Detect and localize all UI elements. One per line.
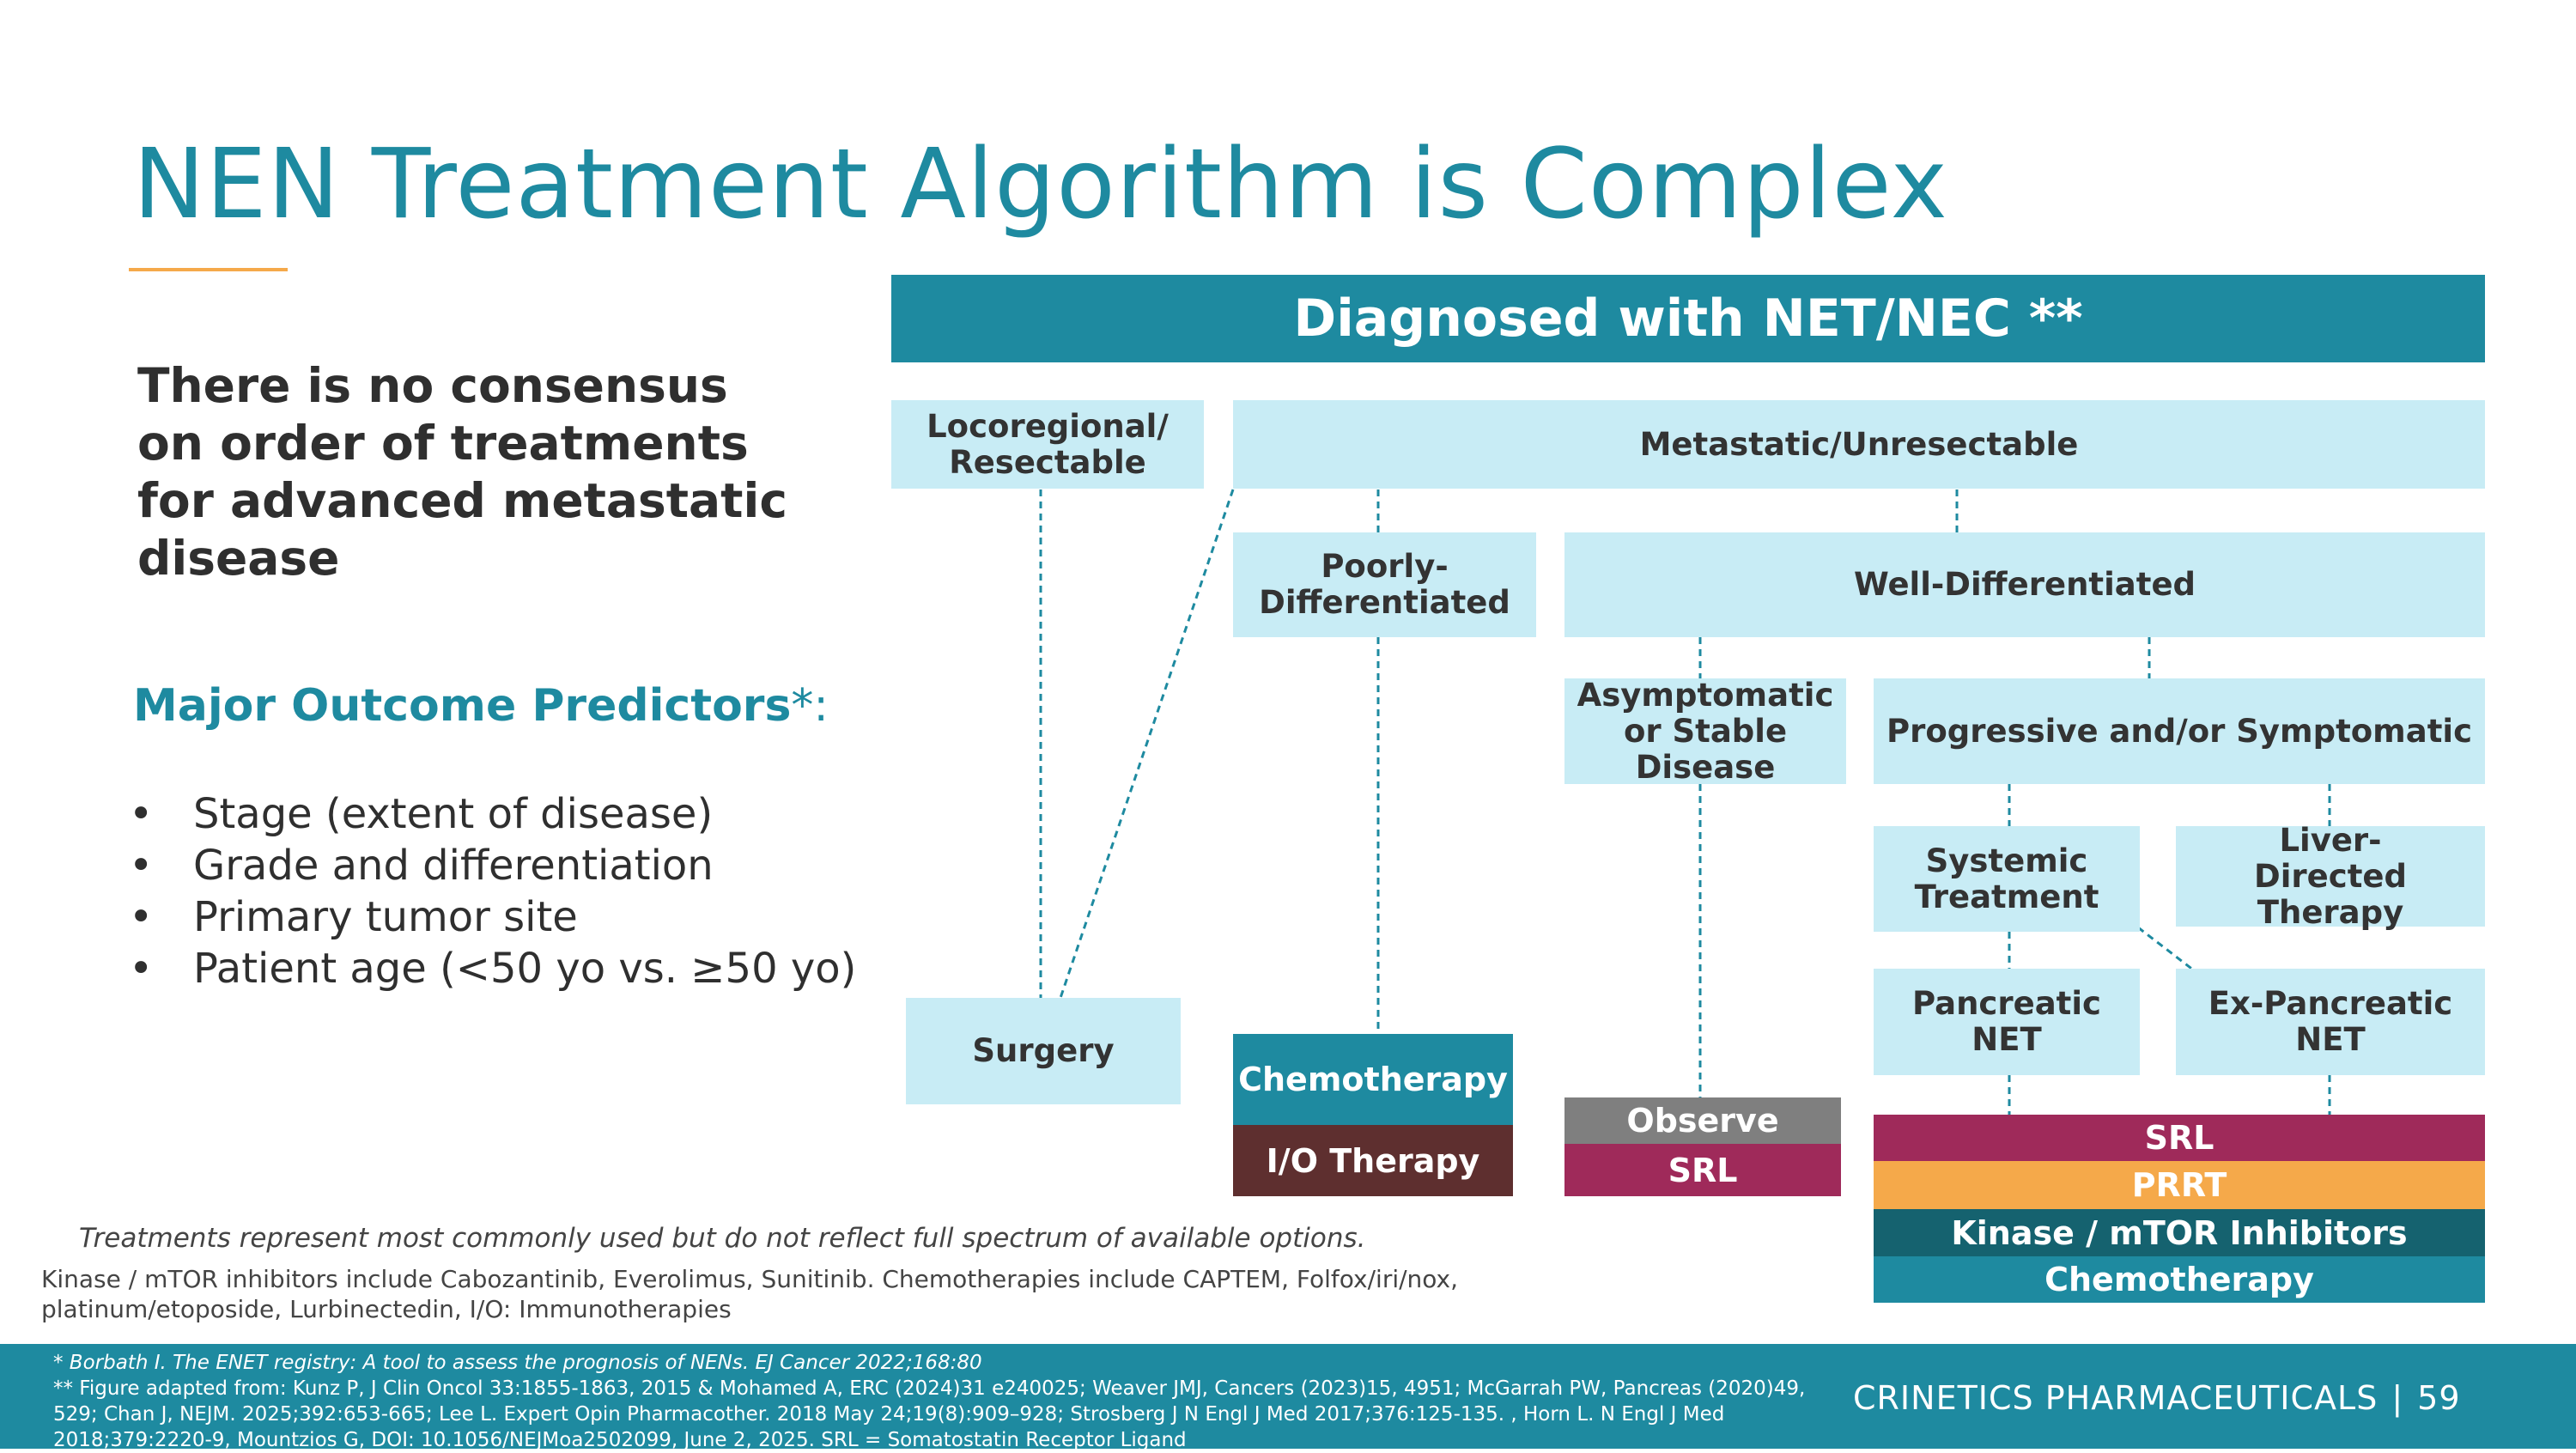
page-number: 59 bbox=[2417, 1379, 2461, 1417]
bullet-glyph: • bbox=[129, 842, 154, 890]
kinase-mtor-box: Kinase / mTOR Inhibitors bbox=[1874, 1209, 2485, 1256]
list-item-text: Grade and differentiation bbox=[193, 842, 714, 890]
list-item-text: Primary tumor site bbox=[193, 893, 578, 941]
references: * Borbath I. The ENET registry: A tool t… bbox=[53, 1350, 1822, 1453]
connector-systemic-expancreatic bbox=[2137, 926, 2195, 972]
liver-directed-label: Liver-Directed Therapy bbox=[2254, 821, 2407, 931]
list-item: • Patient age (<50 yo vs. ≥50 yo) bbox=[129, 943, 856, 994]
predictors-colon: : bbox=[813, 680, 829, 732]
poorly-differentiated-box: Poorly- Differentiated bbox=[1233, 532, 1536, 637]
predictors-list: • Stage (extent of disease) • Grade and di… bbox=[129, 788, 856, 994]
company-name: CRINETICS PHARMACEUTICALS bbox=[1853, 1379, 2379, 1417]
well-differentiated-box: Well-Differentiated bbox=[1564, 532, 2485, 637]
liver-directed-box: Liver-Directed Therapy bbox=[2176, 822, 2485, 930]
srl-box-progressive: SRL bbox=[1874, 1115, 2485, 1161]
ex-pancreatic-net-box: Ex-Pancreatic NET bbox=[2176, 969, 2485, 1075]
footer-bar bbox=[0, 1344, 2576, 1449]
connector-metastatic-surgery bbox=[1059, 489, 1235, 999]
predictors-heading: Major Outcome Predictors*: bbox=[133, 680, 829, 732]
page-title: NEN Treatment Algorithm is Complex bbox=[133, 129, 1948, 240]
io-therapy-box: I/O Therapy bbox=[1233, 1125, 1513, 1196]
footer-brand: CRINETICS PHARMACEUTICALS | 59 bbox=[1853, 1379, 2461, 1417]
list-item-text: Stage (extent of disease) bbox=[193, 790, 714, 838]
progressive-box: Progressive and/or Symptomatic bbox=[1874, 678, 2485, 784]
reference-2: ** Figure adapted from: Kunz P, J Clin O… bbox=[53, 1377, 1806, 1451]
locoregional-label: Locoregional/ Resectable bbox=[927, 407, 1169, 481]
reference-1: * Borbath I. The ENET registry: A tool t… bbox=[53, 1352, 982, 1374]
bullet-glyph: • bbox=[129, 893, 154, 941]
asymptomatic-label: Asymptomatic or Stable Disease bbox=[1577, 676, 1834, 786]
chemotherapy-box-progressive: Chemotherapy bbox=[1874, 1256, 2485, 1303]
list-item: • Primary tumor site bbox=[129, 891, 856, 943]
predictors-label: Major Outcome Predictors bbox=[133, 680, 792, 732]
srl-box-asymptomatic: SRL bbox=[1564, 1144, 1841, 1196]
treatments-note: Treatments represent most commonly used … bbox=[79, 1223, 1366, 1254]
metastatic-box: Metastatic/Unresectable bbox=[1233, 400, 2485, 489]
bullet-glyph: • bbox=[129, 790, 154, 838]
bullet-glyph: • bbox=[129, 945, 154, 993]
asymptomatic-box: Asymptomatic or Stable Disease bbox=[1564, 676, 1846, 786]
diagnosis-header: Diagnosed with NET/NEC ** bbox=[891, 275, 2485, 362]
chemotherapy-box: Chemotherapy bbox=[1233, 1034, 1513, 1125]
locoregional-box: Locoregional/ Resectable bbox=[891, 400, 1204, 489]
intro-statement: There is no consensus on order of treatm… bbox=[137, 358, 787, 586]
title-underline bbox=[129, 268, 288, 271]
pancreatic-net-box: Pancreatic NET bbox=[1874, 969, 2140, 1075]
surgery-box: Surgery bbox=[906, 998, 1181, 1104]
observe-box: Observe bbox=[1564, 1097, 1841, 1144]
list-item: • Stage (extent of disease) bbox=[129, 788, 856, 840]
systemic-treatment-box: Systemic Treatment bbox=[1874, 826, 2140, 932]
list-item-text: Patient age (<50 yo vs. ≥50 yo) bbox=[193, 945, 857, 993]
footer-separator: | bbox=[2391, 1379, 2404, 1417]
prrt-box: PRRT bbox=[1874, 1161, 2485, 1209]
systemic-treatment-label: Systemic Treatment bbox=[1914, 842, 2099, 915]
predictors-footnote-mark: * bbox=[791, 680, 814, 732]
poorly-differentiated-label: Poorly- Differentiated bbox=[1259, 548, 1510, 621]
list-item: • Grade and differentiation bbox=[129, 840, 856, 891]
drugs-note: Kinase / mTOR inhibitors include Cabozan… bbox=[41, 1265, 1459, 1323]
